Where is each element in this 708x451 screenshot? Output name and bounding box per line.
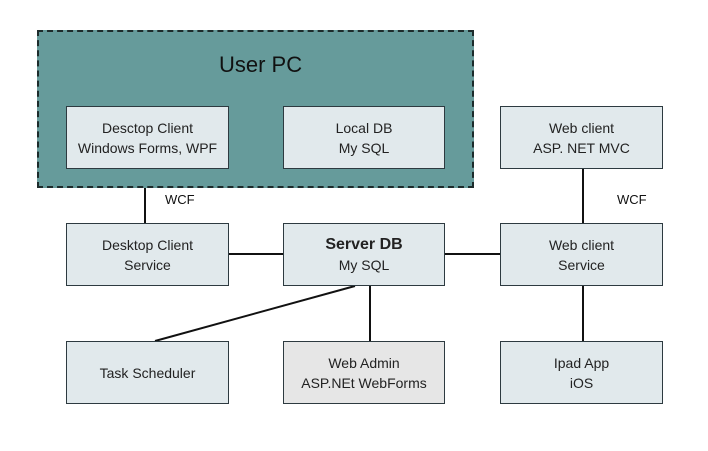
desktop-client-subtitle: Windows Forms, WPF: [77, 139, 218, 156]
desktop-service-title: Desktop Client: [101, 236, 194, 253]
desktop-service-subtitle: Service: [124, 256, 171, 273]
task-scheduler-node: Task Scheduler: [66, 341, 229, 404]
wcf-label-right: WCF: [617, 192, 647, 207]
server-db-subtitle: My SQL: [338, 256, 390, 273]
web-service-title: Web client: [548, 236, 615, 253]
ipad-app-title: Ipad App: [553, 354, 610, 371]
web-admin-subtitle: ASP.NEt WebForms: [301, 374, 427, 391]
web-client-title: Web client: [548, 119, 615, 136]
web-admin-title: Web Admin: [328, 354, 400, 371]
web-client-node: Web client ASP. NET MVC: [500, 106, 663, 169]
desktop-client-node: Desctop Client Windows Forms, WPF: [66, 106, 229, 169]
task-scheduler-title: Task Scheduler: [99, 364, 196, 381]
ipad-app-subtitle: iOS: [569, 374, 594, 391]
user-pc-title: User PC: [219, 52, 303, 77]
server-db-node: Server DB My SQL: [283, 223, 445, 286]
web-client-service-node: Web client Service: [500, 223, 663, 286]
edge-server-db-task-scheduler: [154, 285, 356, 342]
desktop-client-title: Desctop Client: [101, 119, 194, 136]
server-db-title: Server DB: [325, 235, 403, 253]
local-db-node: Local DB My SQL: [283, 106, 445, 169]
local-db-subtitle: My SQL: [338, 139, 390, 156]
web-admin-node: Web Admin ASP.NEt WebForms: [283, 341, 445, 404]
local-db-title: Local DB: [335, 119, 393, 136]
web-service-subtitle: Service: [558, 256, 605, 273]
wcf-label-left: WCF: [165, 192, 195, 207]
ipad-app-node: Ipad App iOS: [500, 341, 663, 404]
desktop-client-service-node: Desktop Client Service: [66, 223, 229, 286]
web-client-subtitle: ASP. NET MVC: [533, 139, 630, 156]
